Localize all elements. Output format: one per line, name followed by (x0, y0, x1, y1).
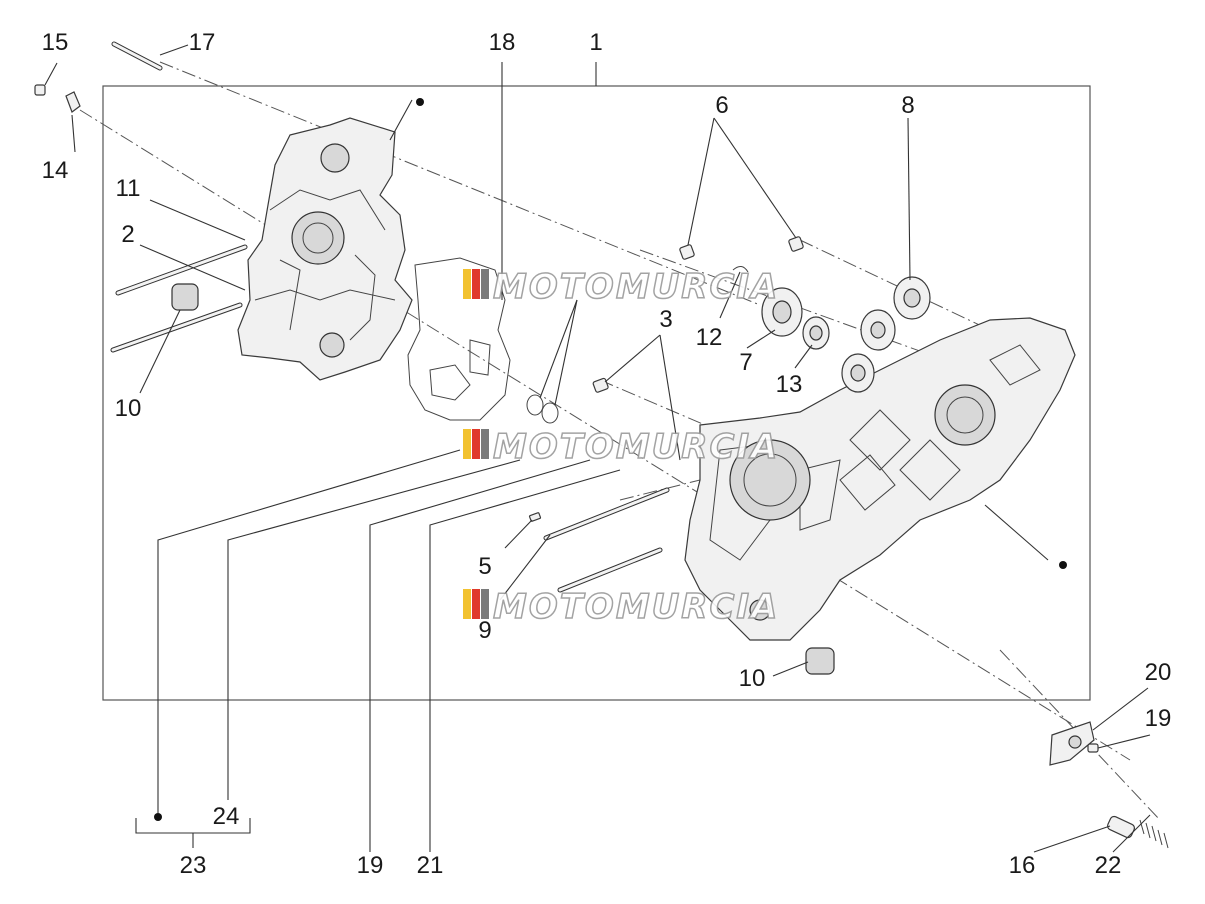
reference-dot (154, 813, 162, 821)
callout-1: 1 (589, 29, 602, 56)
silent-blocks (171, 283, 835, 675)
callout-19-right: 19 (1145, 705, 1172, 732)
right-crankcase-half (684, 317, 1076, 641)
callout-22: 22 (1095, 852, 1122, 879)
callout-21: 21 (417, 852, 444, 879)
callout-10-right: 10 (739, 665, 766, 692)
bearing-13 (802, 316, 830, 350)
callout-7: 7 (739, 349, 752, 376)
callout-24: 24 (213, 803, 240, 830)
callout-labels: 1 2 3 5 6 7 8 9 10 10 11 12 13 14 15 16 … (42, 29, 1172, 879)
callout-3: 3 (659, 306, 672, 333)
leader-lines (44, 44, 1151, 853)
callout-5: 5 (478, 553, 491, 580)
watermarks: MOTOMURCIA MOTOMURCIA MOTOMURCIA (463, 266, 779, 628)
bearing-8 (893, 276, 931, 320)
watermark-text: MOTOMURCIA (493, 267, 779, 307)
callout-8: 8 (901, 92, 914, 119)
bearing-7 (761, 287, 803, 337)
bracket-assembly (1049, 721, 1169, 849)
reference-dot (416, 98, 424, 106)
bearing-low (841, 353, 875, 393)
watermark-text: MOTOMURCIA (493, 587, 779, 627)
callout-15: 15 (42, 29, 69, 56)
callout-10-left: 10 (115, 395, 142, 422)
callout-6: 6 (715, 92, 728, 119)
watermark-top: MOTOMURCIA (463, 266, 779, 308)
watermark-middle: MOTOMURCIA (463, 426, 779, 468)
callout-11: 11 (116, 175, 141, 202)
o-rings (526, 394, 559, 424)
bearings (526, 276, 931, 424)
watermark-text: MOTOMURCIA (493, 427, 779, 467)
watermark-bottom: MOTOMURCIA (463, 586, 779, 628)
callout-14: 14 (42, 157, 69, 184)
callout-12: 12 (696, 324, 723, 351)
callout-20: 20 (1145, 659, 1172, 686)
callout-19-bottom: 19 (357, 852, 384, 879)
bearing-mid (860, 309, 896, 351)
bolt-and-clip (34, 84, 81, 113)
callout-2: 2 (121, 221, 134, 248)
callout-9: 9 (478, 617, 491, 644)
crankcase-gasket (407, 257, 511, 421)
left-crankcase-half (237, 117, 413, 381)
callout-16: 16 (1009, 852, 1036, 879)
callout-23: 23 (180, 852, 207, 879)
callout-13: 13 (776, 371, 803, 398)
dowels (528, 236, 804, 522)
reference-dot (1059, 561, 1067, 569)
callout-18: 18 (489, 29, 516, 56)
studs (110, 41, 670, 593)
callout-17: 17 (189, 29, 216, 56)
